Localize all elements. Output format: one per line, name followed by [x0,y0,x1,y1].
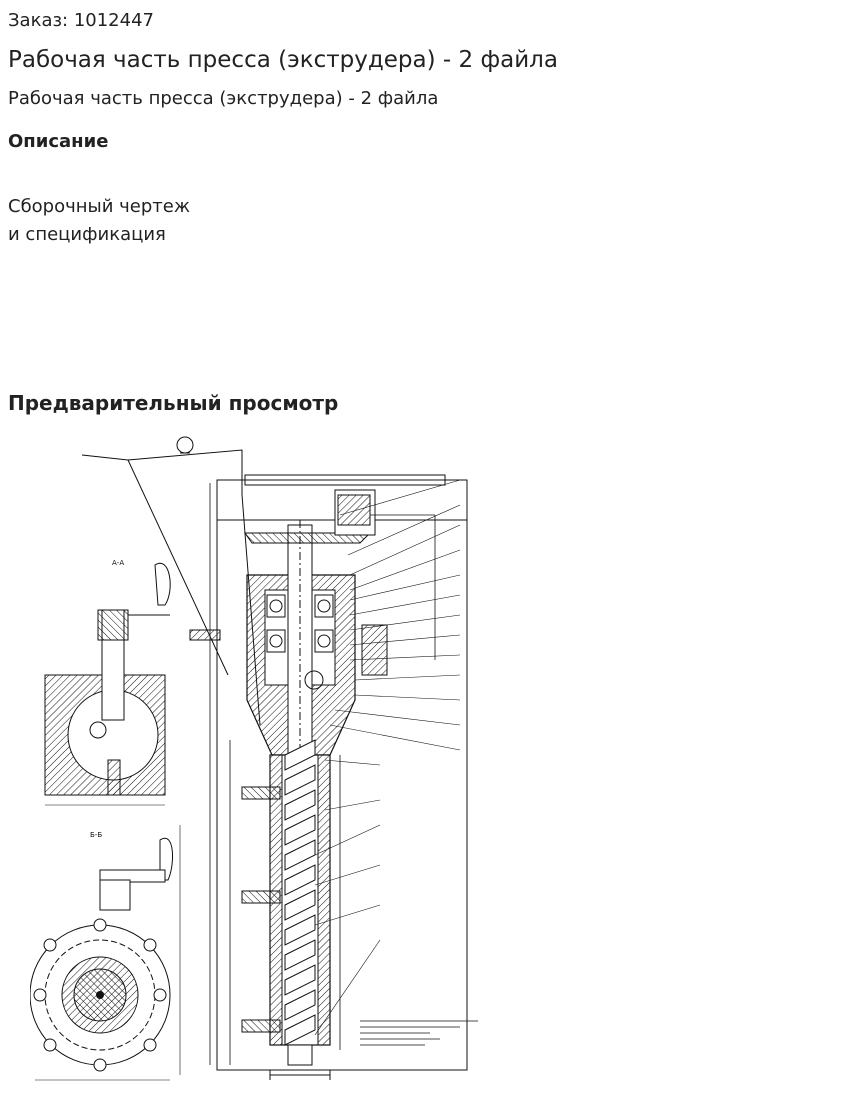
drawing-preview-image: А-А Б-Б [30,436,478,1081]
order-number: Заказ: 1012447 [8,10,154,31]
preview-heading: Предварительный просмотр [8,391,339,415]
page-title: Рабочая часть пресса (экструдера) - 2 фа… [8,47,558,73]
description-heading: Описание [8,131,109,152]
description-line: Сборочный чертеж [8,196,191,217]
section-label-aa: А-А [112,559,124,567]
description-line: и спецификация [8,224,166,245]
page-subtitle: Рабочая часть пресса (экструдера) - 2 фа… [8,88,439,109]
section-label-bb: Б-Б [90,831,102,839]
description-text: Сборочный чертеж и спецификация [8,193,190,249]
